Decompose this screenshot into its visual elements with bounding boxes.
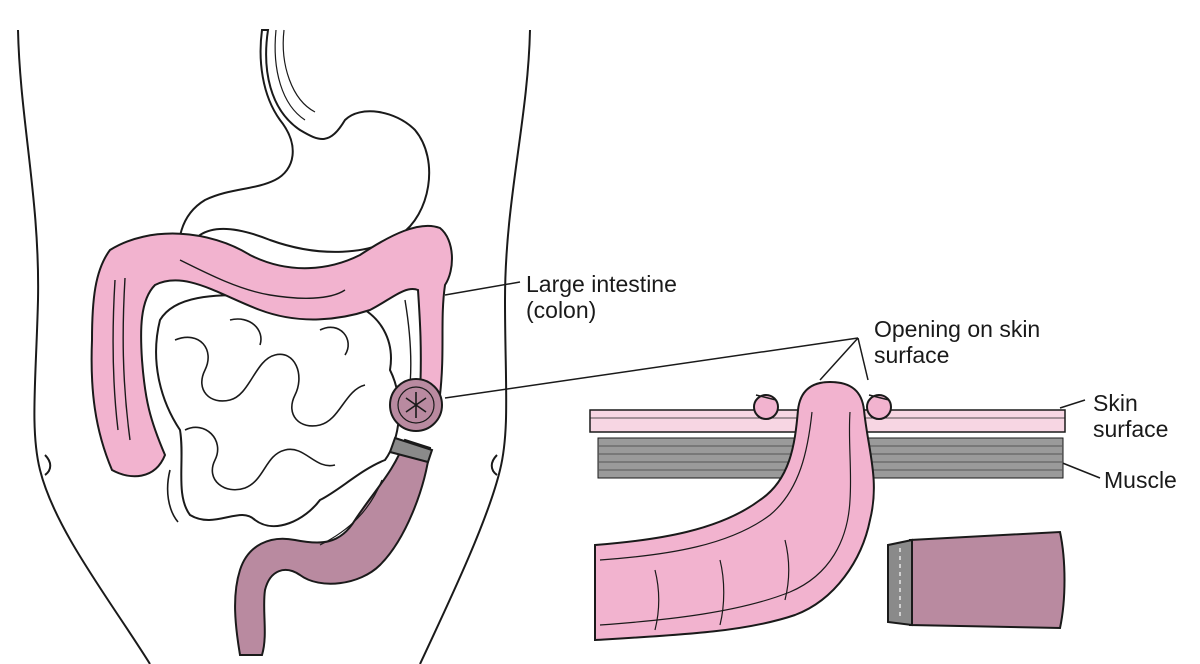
small-intestine xyxy=(155,292,401,528)
torso-outline xyxy=(17,29,531,664)
colon-cross-section xyxy=(594,380,892,642)
label-large-intestine: Large intestine (colon) xyxy=(526,271,677,323)
large-intestine xyxy=(90,224,453,478)
label-large-intestine-line2: (colon) xyxy=(526,297,597,323)
label-skin-surface: Skin surface xyxy=(1093,390,1168,442)
label-opening-line2: surface xyxy=(874,342,950,368)
closed-colon-segment xyxy=(887,530,1066,630)
leader-lines xyxy=(444,281,1101,479)
label-skin-surface-line2: surface xyxy=(1093,416,1169,442)
label-opening-line1: Opening on skin xyxy=(874,316,1041,342)
rectum xyxy=(234,436,434,656)
label-opening: Opening on skin surface xyxy=(874,316,1040,368)
label-large-intestine-line1: Large intestine xyxy=(526,271,677,297)
label-muscle-text: Muscle xyxy=(1104,467,1177,493)
label-skin-surface-line1: Skin xyxy=(1093,390,1138,416)
stomach xyxy=(178,29,431,266)
stoma-opening xyxy=(389,378,443,432)
label-muscle: Muscle xyxy=(1104,467,1177,493)
